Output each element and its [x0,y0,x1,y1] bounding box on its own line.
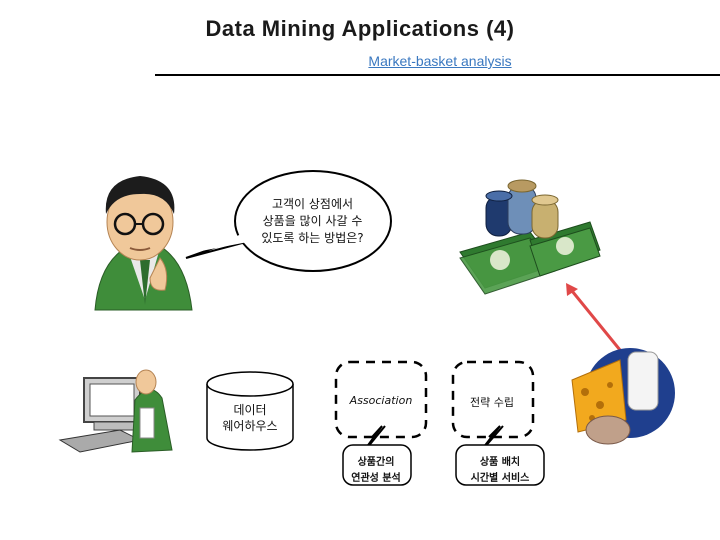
strategy-result-line-2: 시간별 서비스 [470,473,530,484]
speech-line-1: 고객이 상점에서 [271,197,354,211]
computer-user-illustration [58,369,173,453]
header-rule [155,74,720,76]
speech-bubble [185,170,392,272]
association-result-label: 상품간의 연관성 분석 [336,455,416,487]
strategy-label: 전략 수립 [470,396,514,409]
strategy-result-line-1: 상품 배치 [479,457,521,468]
data-warehouse-line-2: 웨어하우스 [222,419,278,433]
association-result-line-2: 연관성 분석 [351,473,401,484]
money-illustration [459,179,601,295]
man-illustration [94,176,193,311]
red-arrow [566,283,622,351]
data-warehouse-cylinder [206,371,294,451]
data-warehouse-line-1: 데이터 [233,403,267,417]
data-warehouse-label: 데이터 웨어하우스 [205,402,295,434]
association-label: Association [349,394,413,407]
association-result-line-1: 상품간의 [357,457,395,468]
strategy-result-label: 상품 배치 시간별 서비스 [455,455,545,487]
speech-line-2: 상품을 많이 사갈 수 [262,214,363,228]
grocery-illustration [571,348,675,445]
slide-title: Data Mining Applications (4) [205,16,515,41]
strategy-result-box [455,444,545,486]
slide-subtitle: Market-basket analysis [368,53,512,69]
association-result-box [342,444,412,486]
speech-line-3: 있도록 하는 방법은? [261,231,364,245]
speech-bubble-text: 고객이 상점에서 상품을 많이 사갈 수 있도록 하는 방법은? [245,196,380,247]
